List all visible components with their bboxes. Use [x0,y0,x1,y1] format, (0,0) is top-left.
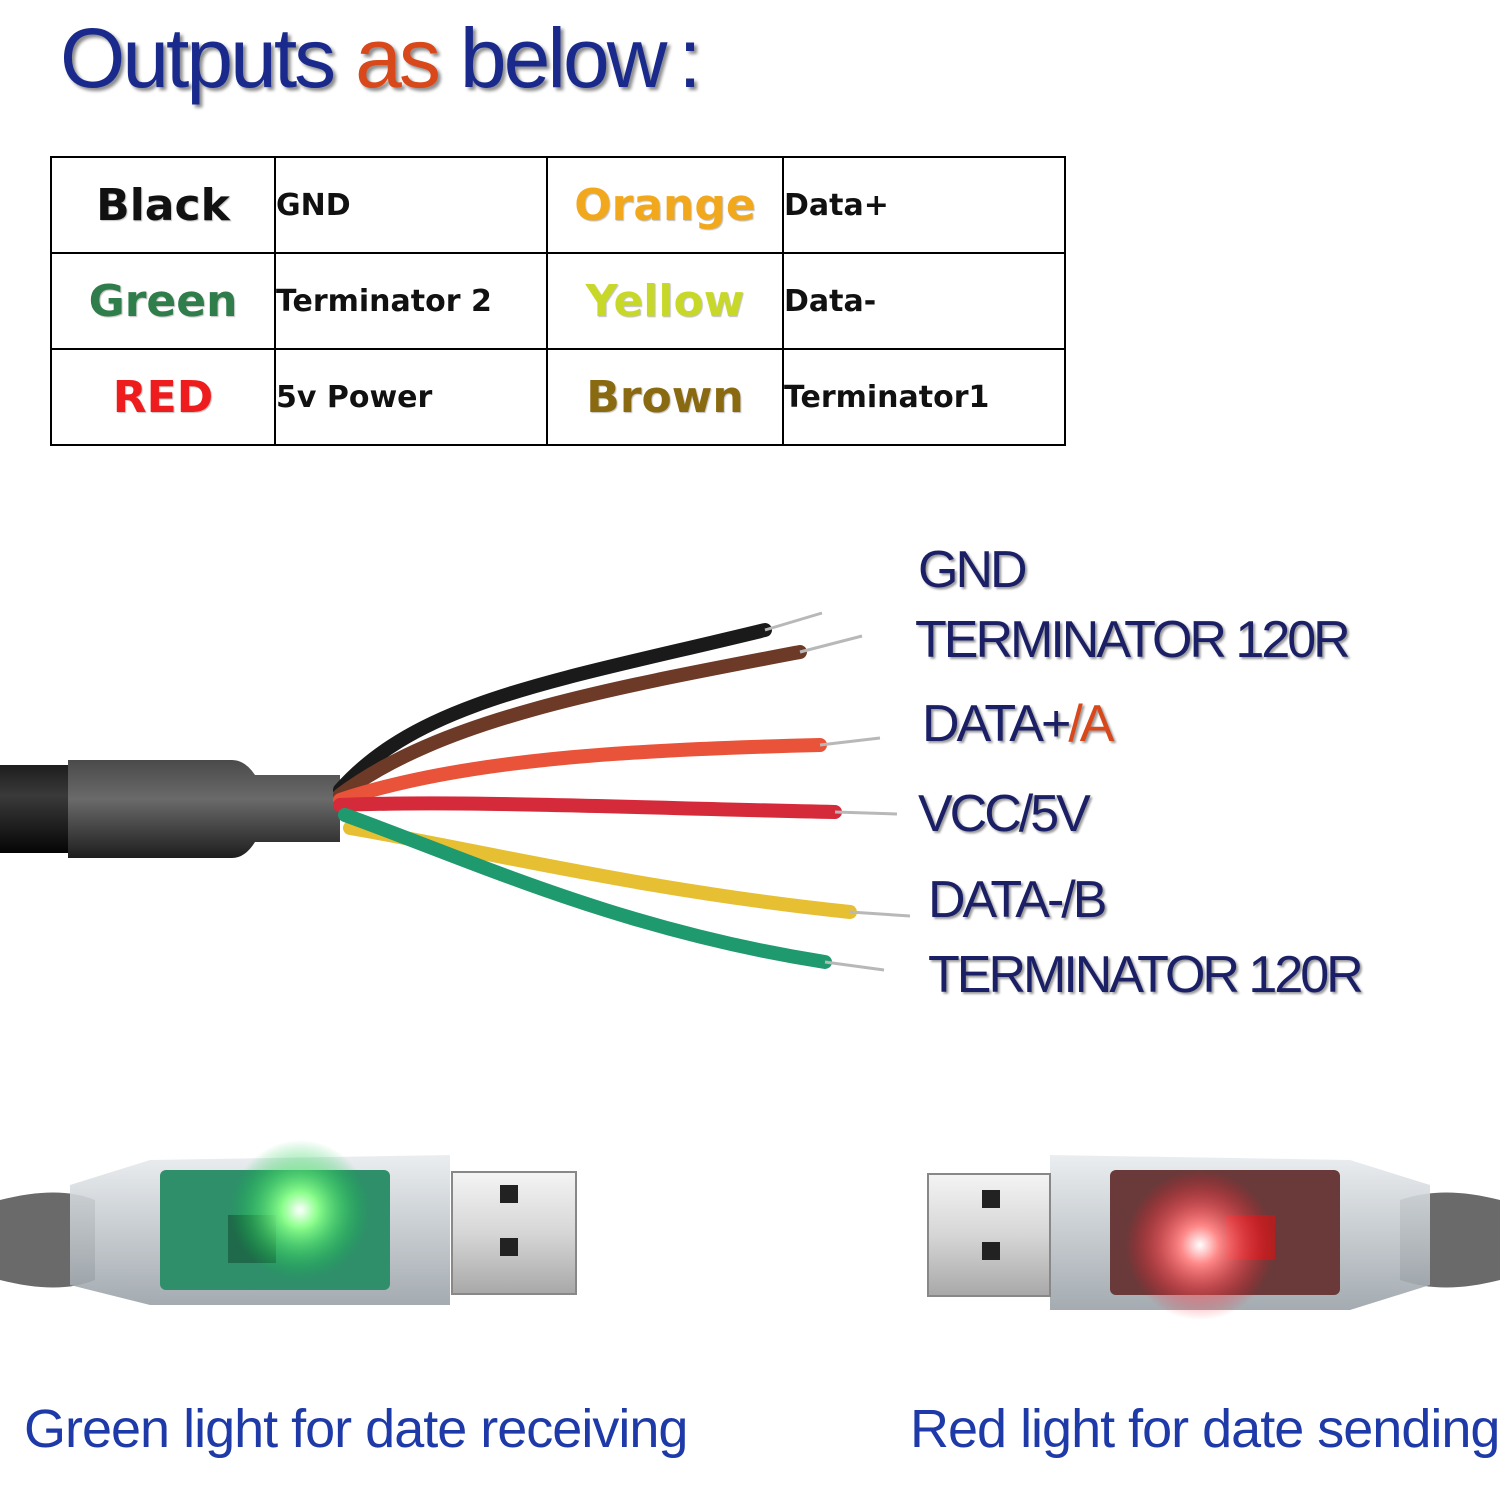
function-cell: Data- [782,252,1066,350]
title-word-as: as [355,11,441,105]
label-data-minus: DATA-/B [928,870,1108,930]
color-name-cell: RED [50,348,276,446]
heat-shrink [68,760,340,858]
wire-tips [764,611,911,972]
plug-hole [982,1242,1000,1260]
label-accent: / [1068,695,1083,753]
wire-tip [834,810,898,816]
color-name-cell: Green [50,252,276,350]
label-text: TERMINATOR 120R [928,946,1364,1004]
color-name-cell: Black [50,156,276,254]
wire-tip [824,960,885,972]
wire-tip [764,611,823,632]
label-terminator-bottom: TERMINATOR 120R [928,945,1364,1005]
label-gnd: GND [918,540,1028,600]
wire-orange [333,738,827,807]
wire-tip [799,634,863,654]
color-name-cell: Yellow [546,252,784,350]
label-data-plus: DATA+/A [922,694,1115,754]
function-cell: GND [274,156,548,254]
wire-black [333,623,772,797]
wire-tip [819,736,881,747]
title-colon: : [678,11,701,105]
function-cell: 5v Power [274,348,548,446]
label-text: B [1072,871,1108,929]
table-row: Green Terminator 2 Yellow Data- [50,252,1066,350]
table-row: Black GND Orange Data+ [50,156,1066,254]
green-led [230,1140,370,1280]
label-text: DATA- [928,871,1064,929]
wire-bundle [333,623,857,969]
plug-hole [500,1185,518,1203]
title-word-below: below [459,11,667,105]
caption-red-light: Red light for date sending [910,1399,1500,1459]
usb-adapter-green [0,1140,577,1305]
red-led [1125,1170,1275,1320]
label-text: TERMINATOR 120R [915,611,1351,669]
color-name-cell: Brown [546,348,784,446]
wire-brown [333,645,807,802]
table-row: RED 5v Power Brown Terminator1 [50,348,1066,446]
title-word-outputs: Outputs [60,11,336,105]
label-text: VCC/5V [918,785,1091,843]
function-cell: Data+ [782,156,1066,254]
wire-green [338,808,832,969]
caption-green-light: Green light for date receiving [24,1399,688,1459]
label-accent: / [1061,871,1076,929]
label-vcc: VCC/5V [918,784,1091,844]
wire-color-table: Black GND Orange Data+ Green Terminator … [50,156,1066,446]
function-cell: Terminator 2 [274,252,548,350]
wire-tip [849,910,911,918]
usb-adapter-red [927,1155,1500,1320]
color-name-cell: Orange [546,156,784,254]
label-text: DATA+ [922,695,1071,753]
label-text: GND [918,541,1028,599]
plug-hole [982,1190,1000,1208]
plug-hole [500,1238,518,1256]
label-text: A [1079,695,1115,753]
label-terminator-top: TERMINATOR 120R [915,610,1351,670]
wire-red [333,796,842,819]
usb-plug [451,1171,577,1295]
cable-jacket [0,765,80,853]
function-cell: Terminator1 [782,348,1066,446]
